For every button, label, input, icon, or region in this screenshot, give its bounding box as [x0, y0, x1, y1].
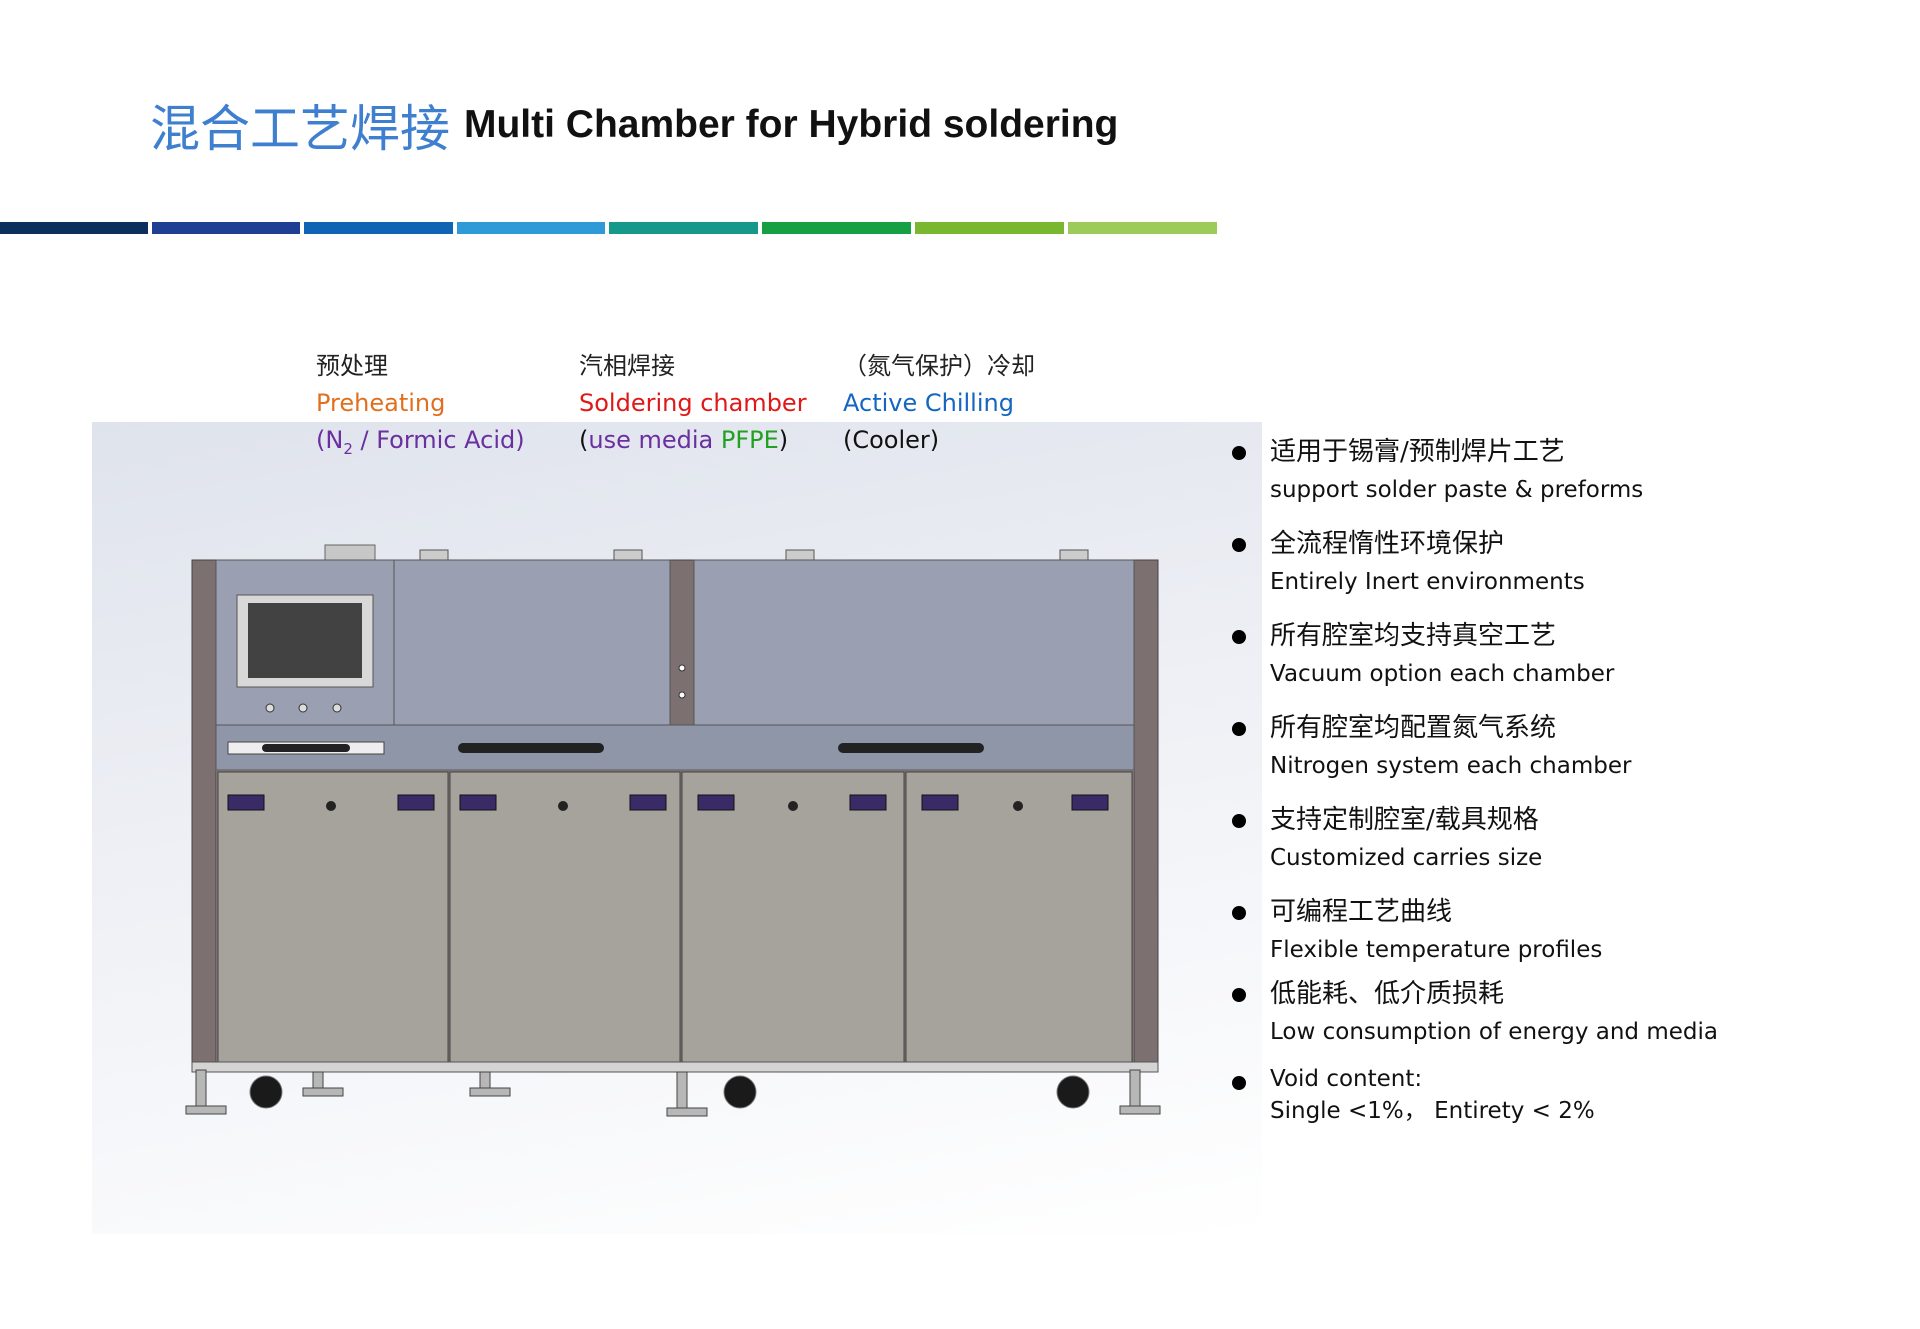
feature-cn: 适用于锡膏/预制焊片工艺 — [1270, 437, 1565, 467]
stage-detail: (N2 / Formic Acid) — [316, 426, 525, 458]
stage-name: Preheating — [316, 389, 446, 417]
top-hinge — [419, 549, 1089, 561]
feature-item: 可编程工艺曲线 Flexible temperature profiles — [1230, 892, 1910, 968]
status-indicator-icon — [678, 691, 686, 699]
stripe-segment — [762, 222, 911, 234]
feature-list: 适用于锡膏/预制焊片工艺 support solder paste & pref… — [1230, 432, 1910, 1126]
feature-cn: 所有腔室均配置氮气系统 — [1270, 713, 1557, 743]
page-title: 混合工艺焊接 Multi Chamber for Hybrid solderin… — [150, 90, 1118, 160]
stripe-segment — [457, 222, 605, 234]
bullet-icon — [1232, 988, 1246, 1002]
stage-cn-label: 预处理 — [316, 352, 388, 380]
stripe-segment — [915, 222, 1064, 234]
feature-en: Flexible temperature profiles — [1270, 937, 1603, 963]
stage-detail: (Cooler) — [843, 426, 940, 454]
status-indicator-icon — [678, 664, 686, 672]
feature-item: 全流程惰性环境保护 Entirely Inert environments — [1230, 524, 1910, 600]
bullet-icon — [1232, 814, 1246, 828]
leveling-foot-icon — [185, 1069, 1161, 1117]
feature-cn: 可编程工艺曲线 — [1270, 897, 1453, 927]
stage-preheating: 预处理 Preheating (N2 / Formic Acid) — [316, 348, 525, 468]
feature-item: 所有腔室均配置氮气系统 Nitrogen system each chamber — [1230, 708, 1910, 784]
control-screen — [248, 603, 362, 678]
bullet-icon — [1232, 722, 1246, 736]
feature-cn: 支持定制腔室/载具规格 — [1270, 805, 1539, 835]
vent-icon — [227, 794, 1109, 811]
cabinet-door — [681, 771, 905, 1069]
title-chinese: 混合工艺焊接 — [150, 100, 450, 158]
stripe-segment — [304, 222, 453, 234]
feature-item: 低能耗、低介质损耗 Low consumption of energy and … — [1230, 974, 1910, 1050]
feature-en: Entirely Inert environments — [1270, 569, 1585, 595]
left-frame-post — [191, 559, 217, 1071]
stripe-segment — [152, 222, 300, 234]
feature-cn: 所有腔室均支持真空工艺 — [1270, 621, 1557, 651]
cabinet-door — [905, 771, 1133, 1069]
feature-en: Low consumption of energy and media — [1270, 1019, 1718, 1045]
stripe-segment — [0, 222, 148, 234]
stripe-segment — [609, 222, 758, 234]
caster-wheel-icon — [249, 1075, 1090, 1109]
handle-grip — [838, 743, 984, 753]
machine-base — [191, 1061, 1159, 1073]
feature-cn: Void content: — [1270, 1066, 1423, 1092]
title-english: Multi Chamber for Hybrid soldering — [464, 103, 1119, 146]
stage-cn-label: 汽相焊接 — [579, 352, 675, 380]
feature-item: Void content: Single <1%， Entirety < 2% — [1230, 1062, 1910, 1126]
bullet-icon — [1232, 538, 1246, 552]
stage-cn-label: （氮气保护）冷却 — [843, 352, 1035, 380]
control-knob-icon — [265, 703, 342, 713]
feature-item: 支持定制腔室/载具规格 Customized carries size — [1230, 800, 1910, 876]
handle-grip — [458, 743, 604, 753]
stage-name: Soldering chamber — [579, 389, 807, 417]
stripe-segment — [1068, 222, 1217, 234]
stage-chilling: （氮气保护）冷却 Active Chilling (Cooler) — [843, 348, 1035, 459]
handle-grip — [262, 744, 350, 752]
bullet-icon — [1232, 446, 1246, 460]
feature-en: Customized carries size — [1270, 845, 1543, 871]
bullet-icon — [1232, 1076, 1246, 1090]
stage-name: Active Chilling — [843, 389, 1014, 417]
right-frame-post — [1133, 559, 1159, 1071]
stage-soldering: 汽相焊接 Soldering chamber (use media PFPE) — [579, 348, 807, 459]
cabinet-door — [217, 771, 449, 1069]
feature-en: support solder paste & preforms — [1270, 477, 1644, 503]
feature-cn: 低能耗、低介质损耗 — [1270, 979, 1505, 1009]
feature-item: 所有腔室均支持真空工艺 Vacuum option each chamber — [1230, 616, 1910, 692]
stage-detail: (use media PFPE) — [579, 426, 789, 454]
cabinet-door — [449, 771, 681, 1069]
bullet-icon — [1232, 630, 1246, 644]
door-lock-icon — [326, 801, 1023, 811]
feature-cn: 全流程惰性环境保护 — [1270, 529, 1505, 559]
feature-en: Nitrogen system each chamber — [1270, 753, 1632, 779]
feature-en: Vacuum option each chamber — [1270, 661, 1615, 687]
bullet-icon — [1232, 906, 1246, 920]
exhaust-chimney — [324, 544, 376, 561]
feature-item: 适用于锡膏/预制焊片工艺 support solder paste & pref… — [1230, 432, 1910, 508]
feature-en: Single <1%， Entirety < 2% — [1270, 1098, 1595, 1124]
